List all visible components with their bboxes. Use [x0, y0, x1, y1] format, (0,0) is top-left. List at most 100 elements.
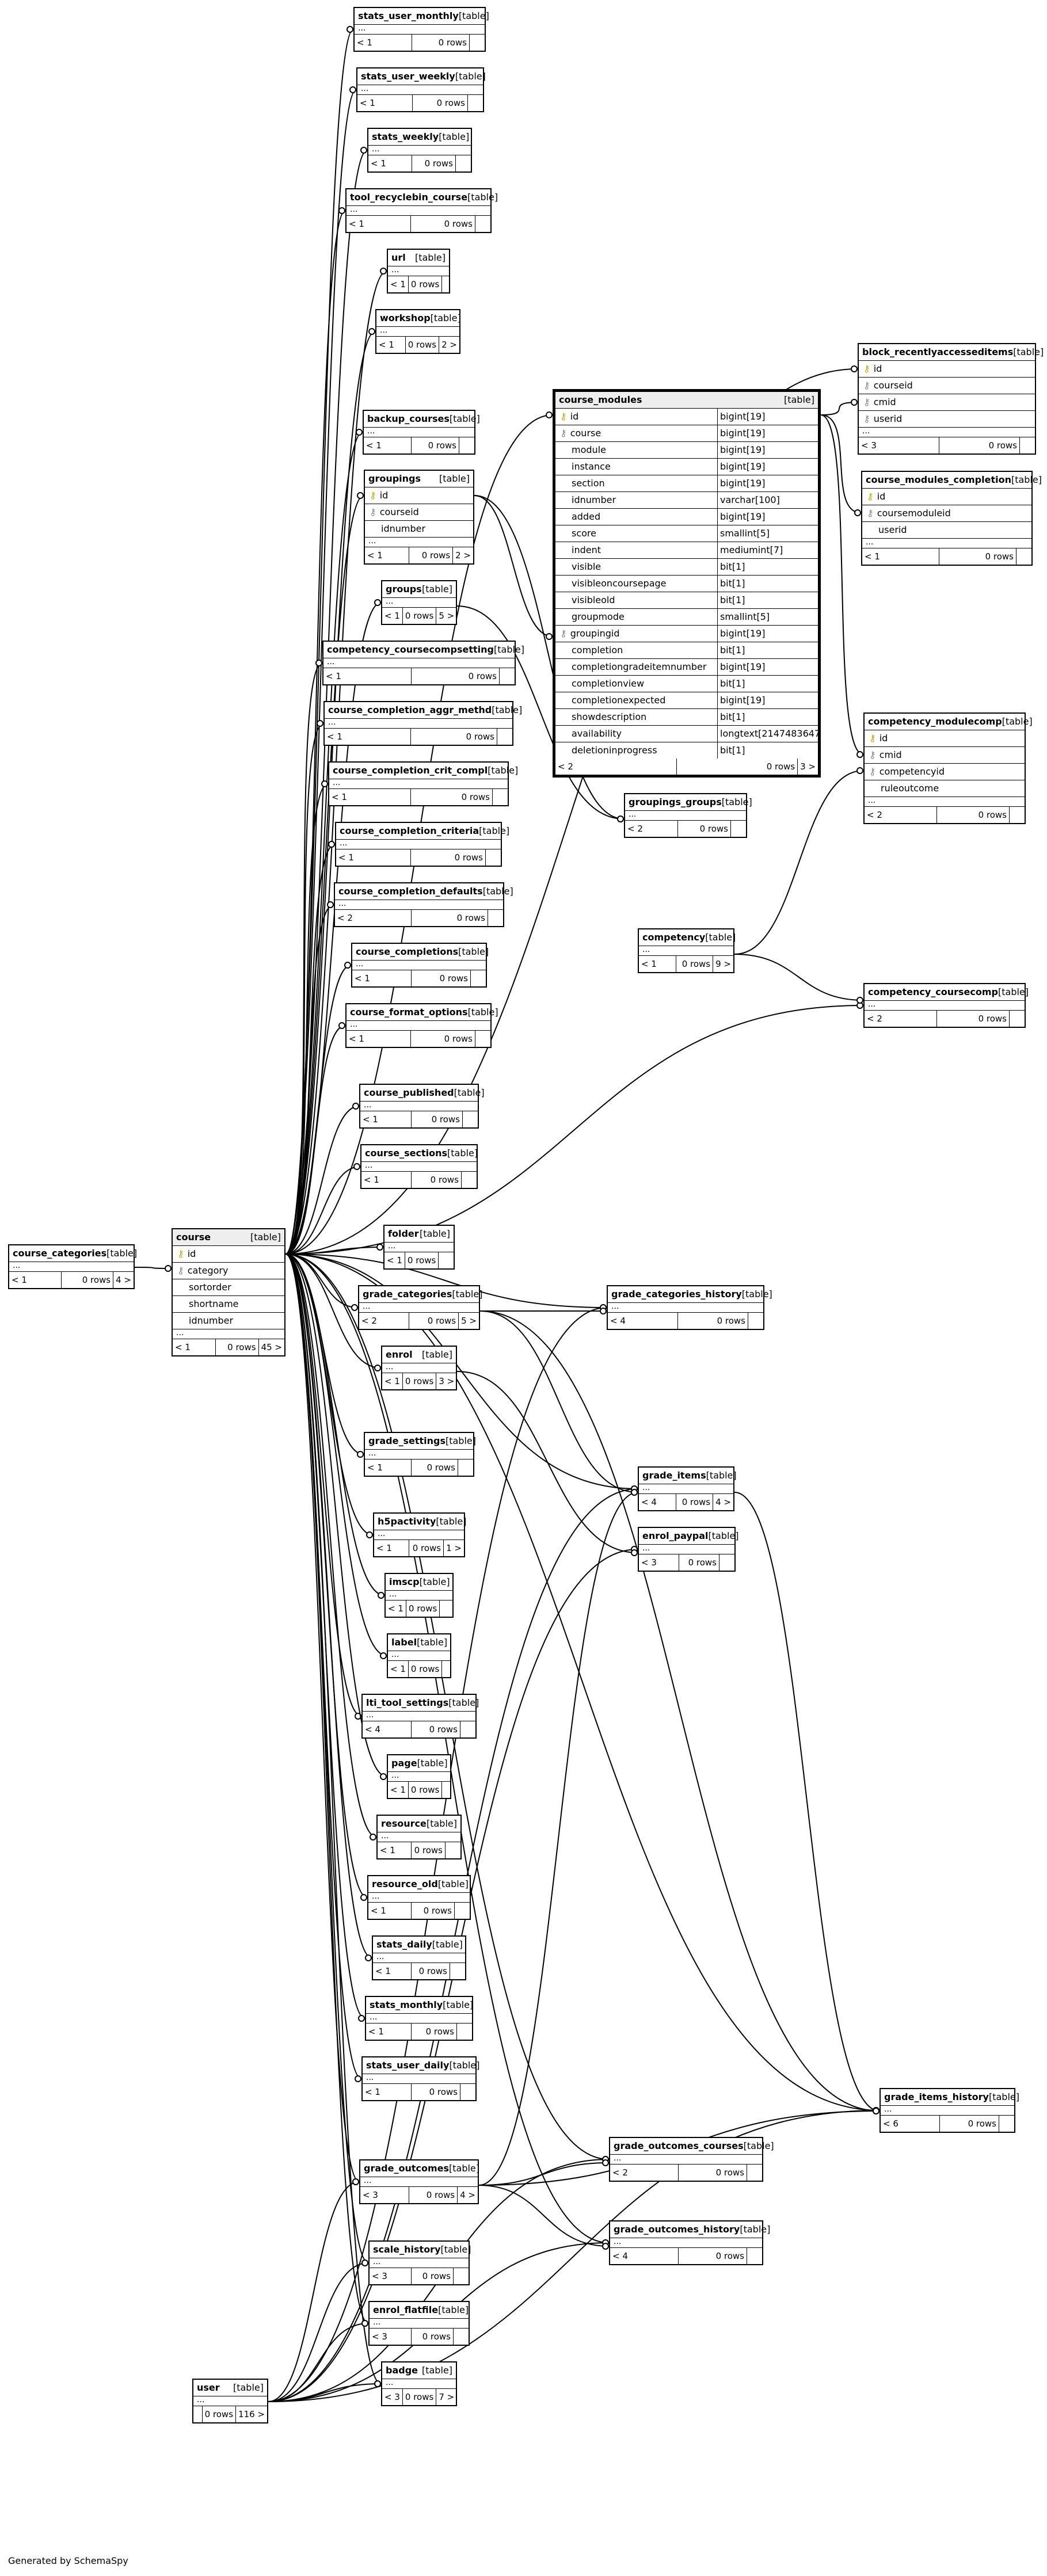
table-competency-modulecomp[interactable]: competency_modulecomp[table] ⚷id ⚷cmid ⚷… — [863, 712, 1033, 824]
columns-ellipsis: ... — [859, 427, 1035, 437]
relationship-end-marker — [378, 1592, 384, 1599]
children-count — [475, 216, 490, 232]
row-count: 0 rows — [62, 1272, 114, 1288]
columns-ellipsis: ... — [323, 658, 515, 668]
table-course-completion-defaults[interactable]: course_completion_defaults[table] ... < … — [334, 882, 513, 927]
column-type: bit[1] — [717, 576, 818, 592]
parents-count: < 1 — [361, 1172, 412, 1188]
table-course-modules-completion[interactable]: course_modules_completion[table] ⚷id ⚷co… — [861, 471, 1042, 566]
table-name: stats_user_daily — [366, 2060, 450, 2071]
table-competency-coursecompsetting[interactable]: competency_coursecompsetting[table] ... … — [322, 641, 524, 685]
table-course[interactable]: course[table] ⚷id ⚷category sortorder sh… — [172, 1228, 285, 1356]
relationship-line — [285, 965, 352, 1255]
relationship-line — [456, 1371, 638, 1553]
table-name: url — [391, 252, 406, 263]
column-type: varchar[100] — [717, 492, 818, 508]
table-block-recentlyaccesseditems[interactable]: block_recentlyaccesseditems[table] ⚷id ⚷… — [858, 343, 1044, 455]
relationship-end-marker — [368, 328, 375, 335]
relationship-end-marker — [315, 660, 322, 666]
relationship-line — [285, 1166, 361, 1255]
children-count — [748, 1313, 763, 1329]
relationship-end-marker — [356, 429, 363, 436]
column-name: instance — [572, 461, 611, 472]
table-type: [table] — [430, 313, 461, 323]
table-type: [table] — [448, 1697, 479, 1708]
column-type: bit[1] — [717, 559, 818, 575]
children-count: 9 > — [715, 959, 732, 969]
column-name: id — [379, 490, 389, 501]
row-count: 0 rows — [937, 1011, 1010, 1027]
table-name: grade_items — [642, 1470, 706, 1481]
row-count: 0 rows — [403, 2389, 437, 2405]
children-count — [460, 2084, 475, 2100]
table-name: folder — [388, 1228, 419, 1239]
relationship-line — [285, 1253, 360, 2182]
relationship-line — [734, 770, 864, 955]
relationship-end-marker — [355, 1713, 361, 1720]
table-course-completion-aggr-methd[interactable]: course_completion_aggr_methd[table] ... … — [323, 701, 522, 746]
relationship-end-marker — [374, 1365, 381, 1371]
table-course-completion-criteria[interactable]: course_completion_criteria[table] ... < … — [335, 822, 509, 867]
row-count: 0 rows — [409, 1313, 459, 1329]
relationship-end-marker — [165, 1265, 172, 1272]
parents-count: < 3 — [382, 2389, 403, 2405]
children-count: 4 > — [460, 2190, 476, 2200]
table-course-completion-crit-compl[interactable]: course_completion_crit_compl[table] ... … — [328, 761, 518, 806]
relationship-end-marker — [631, 1485, 638, 1492]
relationship-end-marker — [602, 2239, 609, 2246]
table-name: competency_coursecomp — [868, 986, 998, 997]
foreign-key-icon: ⚷ — [177, 1265, 184, 1276]
relationship-line — [285, 1025, 346, 1255]
relationship-line — [734, 1492, 880, 2112]
table-groupings[interactable]: groupings[table] ⚷id ⚷courseid idnumber … — [364, 470, 474, 565]
parents-count: < 3 — [859, 437, 939, 454]
